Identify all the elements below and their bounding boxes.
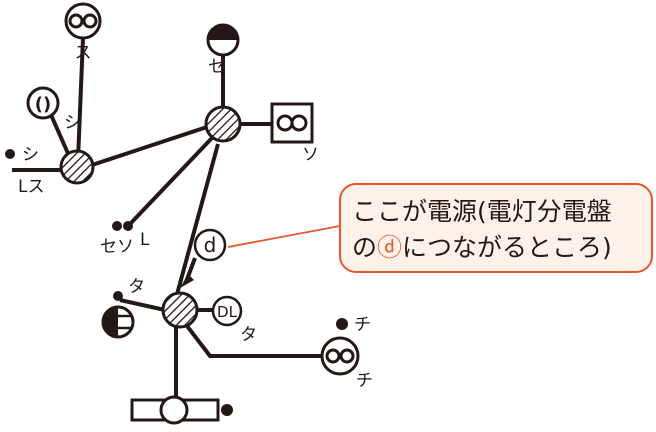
switch-mid-label: セソ (100, 237, 134, 257)
junction-box-top (204, 105, 242, 143)
switch-far-left-label: シ (22, 145, 39, 165)
lamp-top-left-label: ス (75, 43, 92, 63)
wires (12, 37, 322, 400)
outlet-lower-left (101, 305, 135, 339)
callout-line2-mark: ⓓ (377, 233, 402, 262)
downlight-text: DL (217, 303, 238, 321)
box-lamp-label: ソ (302, 145, 319, 165)
downlight-label: タ (240, 325, 257, 345)
switch-mid: セソ L (100, 221, 150, 257)
right-lamp-label: チ (356, 371, 373, 391)
switch-far-left-label2: Lス (18, 177, 44, 197)
wire-box-top-to-box-lower (174, 143, 220, 299)
wire-box-left-to-box-top (91, 124, 211, 167)
callout-line2-suffix: につながるところ) (402, 233, 612, 262)
wire-box-top-to-switch-mid (128, 136, 214, 226)
panel-mark-text: d (204, 233, 217, 257)
svg-text:(): () (35, 94, 51, 115)
switch-far-left: シ Lス (5, 145, 44, 197)
double-lamp-right: チ チ (320, 315, 373, 391)
wire-lamp-to-box-left (76, 37, 85, 161)
switch-mid-sup: L (140, 230, 150, 250)
callout-box: ここが電源(電灯分電盤 のⓓにつながるところ) (339, 183, 653, 273)
downlight: DL タ (211, 295, 257, 345)
ceiling-top-label: セ (208, 57, 225, 77)
ceiling-light-top: セ (206, 23, 240, 77)
arrow-head (180, 274, 194, 288)
switch-circle-left: () シ (26, 86, 81, 133)
panel-mark: d (193, 228, 227, 262)
callout-leader (227, 225, 341, 248)
callout-line2-prefix: の (352, 233, 377, 262)
right-lamp-switch-label: チ (354, 315, 371, 335)
junction-box-lower (161, 291, 199, 329)
switch-left-label: シ (64, 113, 81, 133)
switch-lower-label: タ (128, 277, 145, 297)
switch-lower: タ (113, 277, 145, 301)
junction-box-left (59, 149, 95, 185)
wire-box-lower-to-right-lamp (182, 320, 322, 358)
callout-line1: ここが電源(電灯分電盤 (352, 197, 612, 226)
box-lamp-right: ソ (270, 102, 319, 165)
callout-line2: のⓓにつながるところ) (352, 233, 612, 262)
fluorescent-fixture (130, 395, 233, 425)
wire-switch-to-box-lower (119, 298, 166, 312)
double-lamp-top-left: ス (64, 2, 102, 63)
